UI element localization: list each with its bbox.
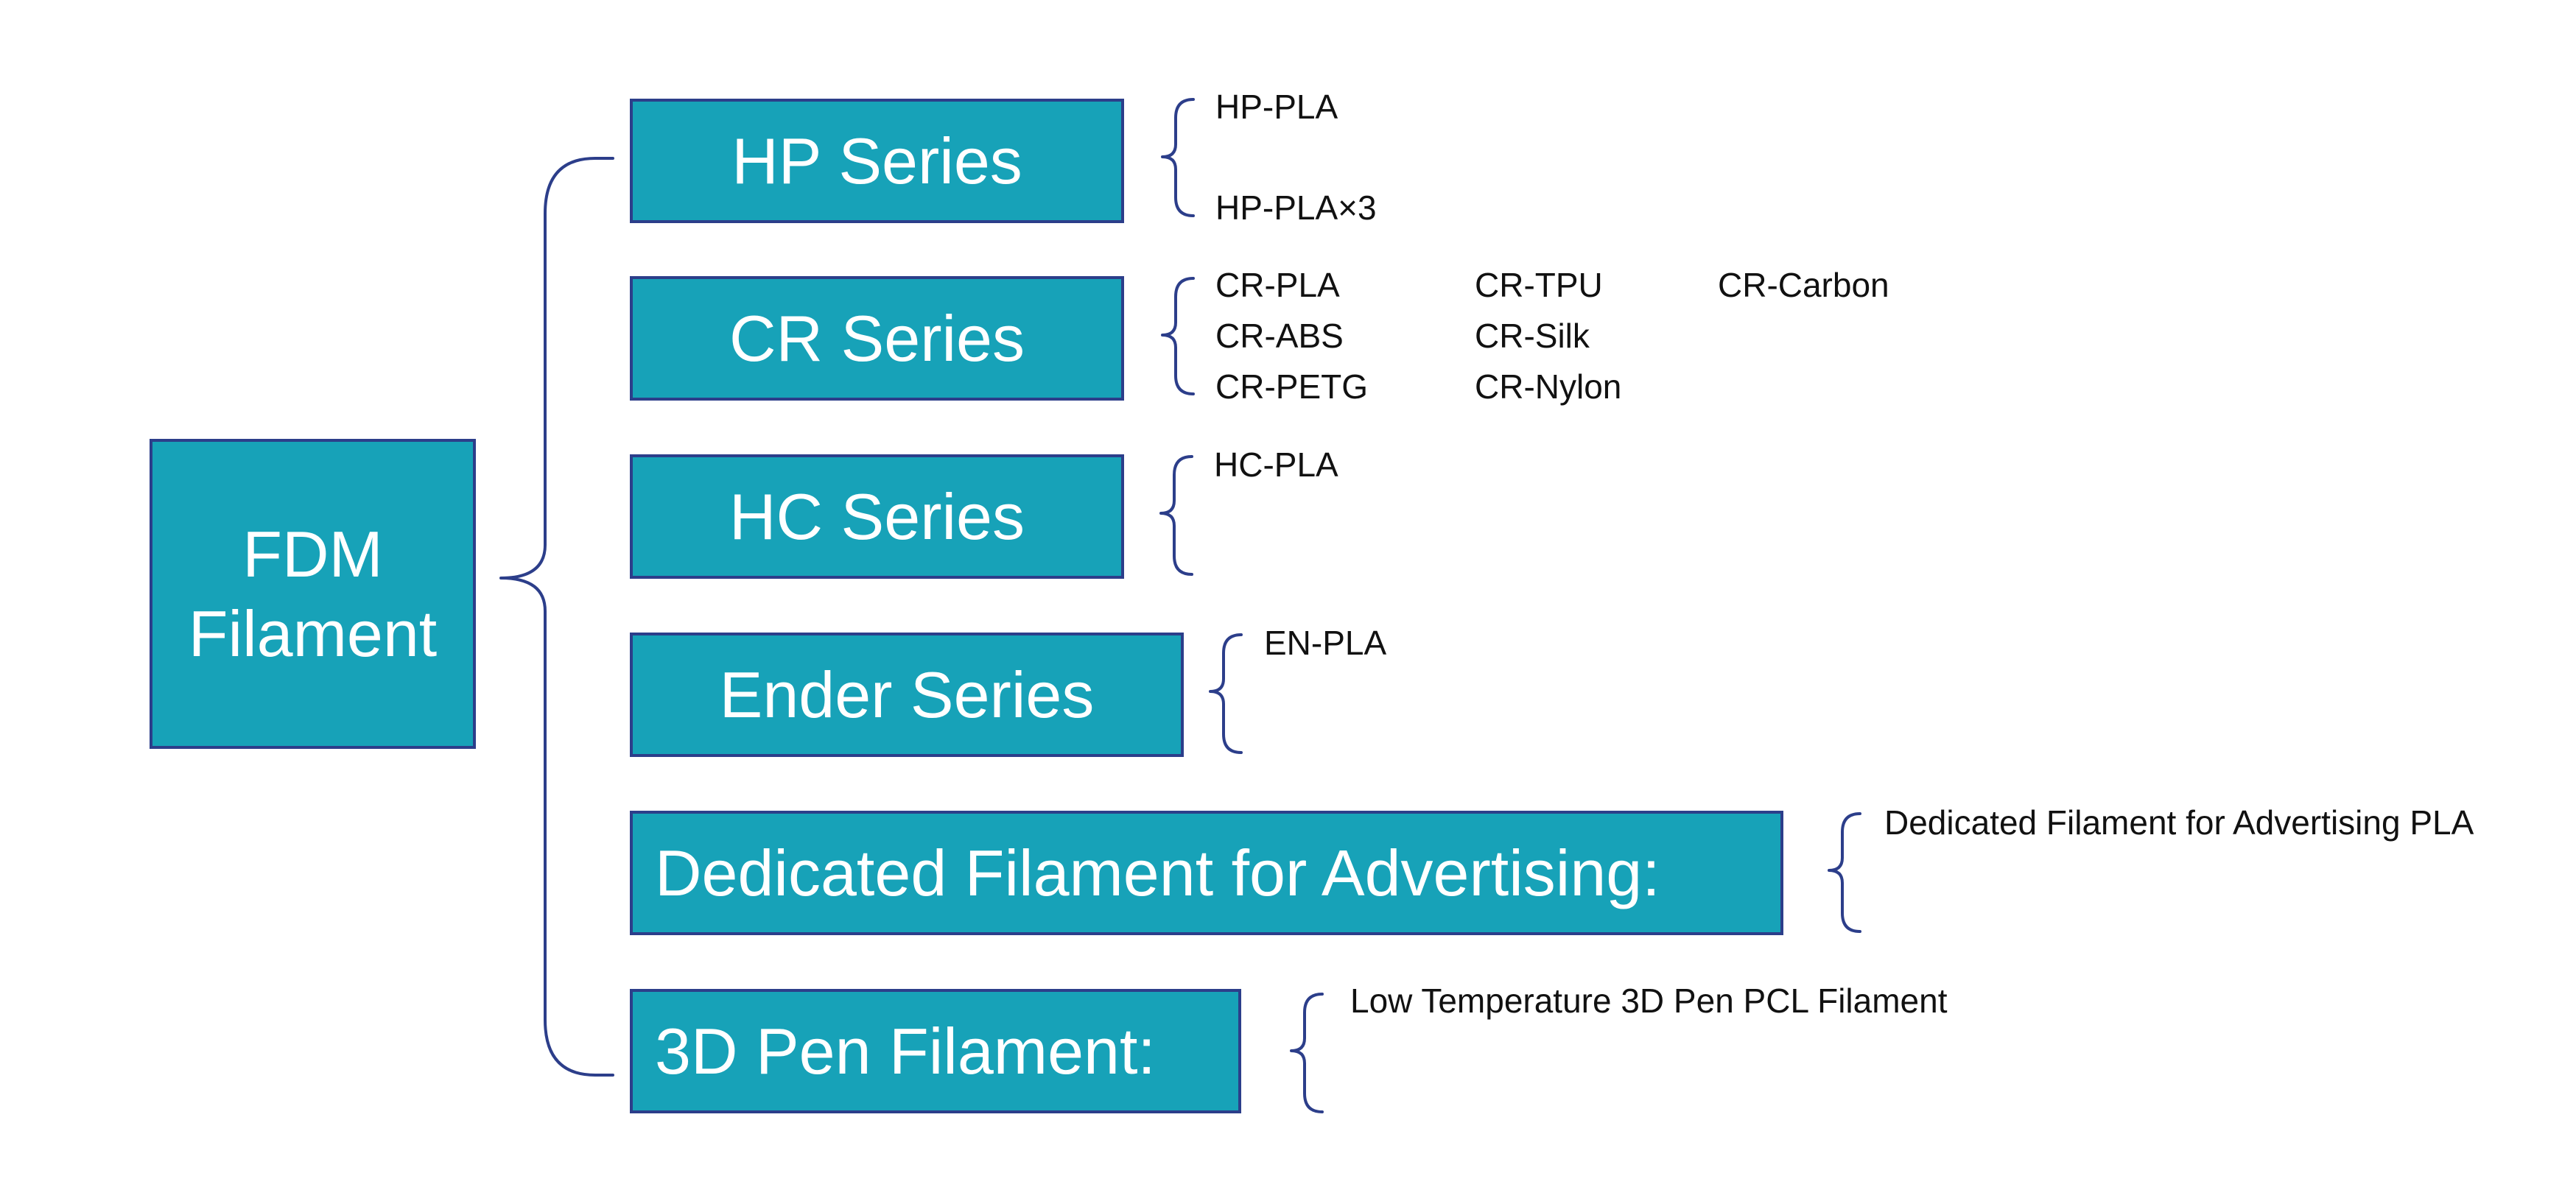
root-label-line1: FDM	[242, 517, 383, 591]
series-label-ender: Ender Series	[719, 658, 1095, 731]
root-node-fdm-filament: FDM Filament	[150, 439, 476, 749]
item-cr-silk: CR-Silk	[1475, 317, 1590, 355]
series-label-cr: CR Series	[729, 301, 1025, 375]
item-pen-pcl: Low Temperature 3D Pen PCL Filament	[1350, 982, 1948, 1020]
item-advertising-pla: Dedicated Filament for Advertising PLA	[1884, 803, 2474, 842]
series-label-advertising: Dedicated Filament for Advertising:	[655, 836, 1660, 909]
item-cr-pla: CR-PLA	[1215, 266, 1340, 304]
series-node-cr: CR Series	[630, 276, 1124, 401]
series-node-ender: Ender Series	[630, 633, 1184, 757]
ender-items-brace	[1209, 633, 1243, 754]
series-label-3d-pen: 3D Pen Filament:	[655, 1014, 1156, 1088]
item-cr-carbon: CR-Carbon	[1718, 266, 1889, 304]
item-hp-pla: HP-PLA	[1215, 88, 1338, 126]
hp-items-brace	[1161, 98, 1195, 217]
item-cr-petg: CR-PETG	[1215, 367, 1368, 406]
item-hp-pla-x3: HP-PLA×3	[1215, 189, 1377, 227]
item-cr-nylon: CR-Nylon	[1475, 367, 1622, 406]
item-en-pla: EN-PLA	[1264, 624, 1387, 662]
main-brace	[499, 157, 614, 1077]
advertising-items-brace	[1828, 812, 1861, 933]
item-cr-abs: CR-ABS	[1215, 317, 1344, 355]
root-label-line2: Filament	[188, 596, 438, 670]
item-hc-pla: HC-PLA	[1214, 445, 1338, 484]
hc-items-brace	[1159, 455, 1193, 576]
series-node-advertising: Dedicated Filament for Advertising:	[630, 811, 1783, 935]
item-cr-tpu: CR-TPU	[1475, 266, 1603, 304]
cr-items-brace	[1161, 277, 1195, 395]
series-node-hp: HP Series	[630, 99, 1124, 223]
series-label-hc: HC Series	[729, 479, 1025, 553]
series-node-3d-pen: 3D Pen Filament:	[630, 989, 1241, 1113]
series-node-hc: HC Series	[630, 454, 1124, 579]
series-label-hp: HP Series	[731, 124, 1022, 197]
pen-items-brace	[1290, 993, 1324, 1113]
